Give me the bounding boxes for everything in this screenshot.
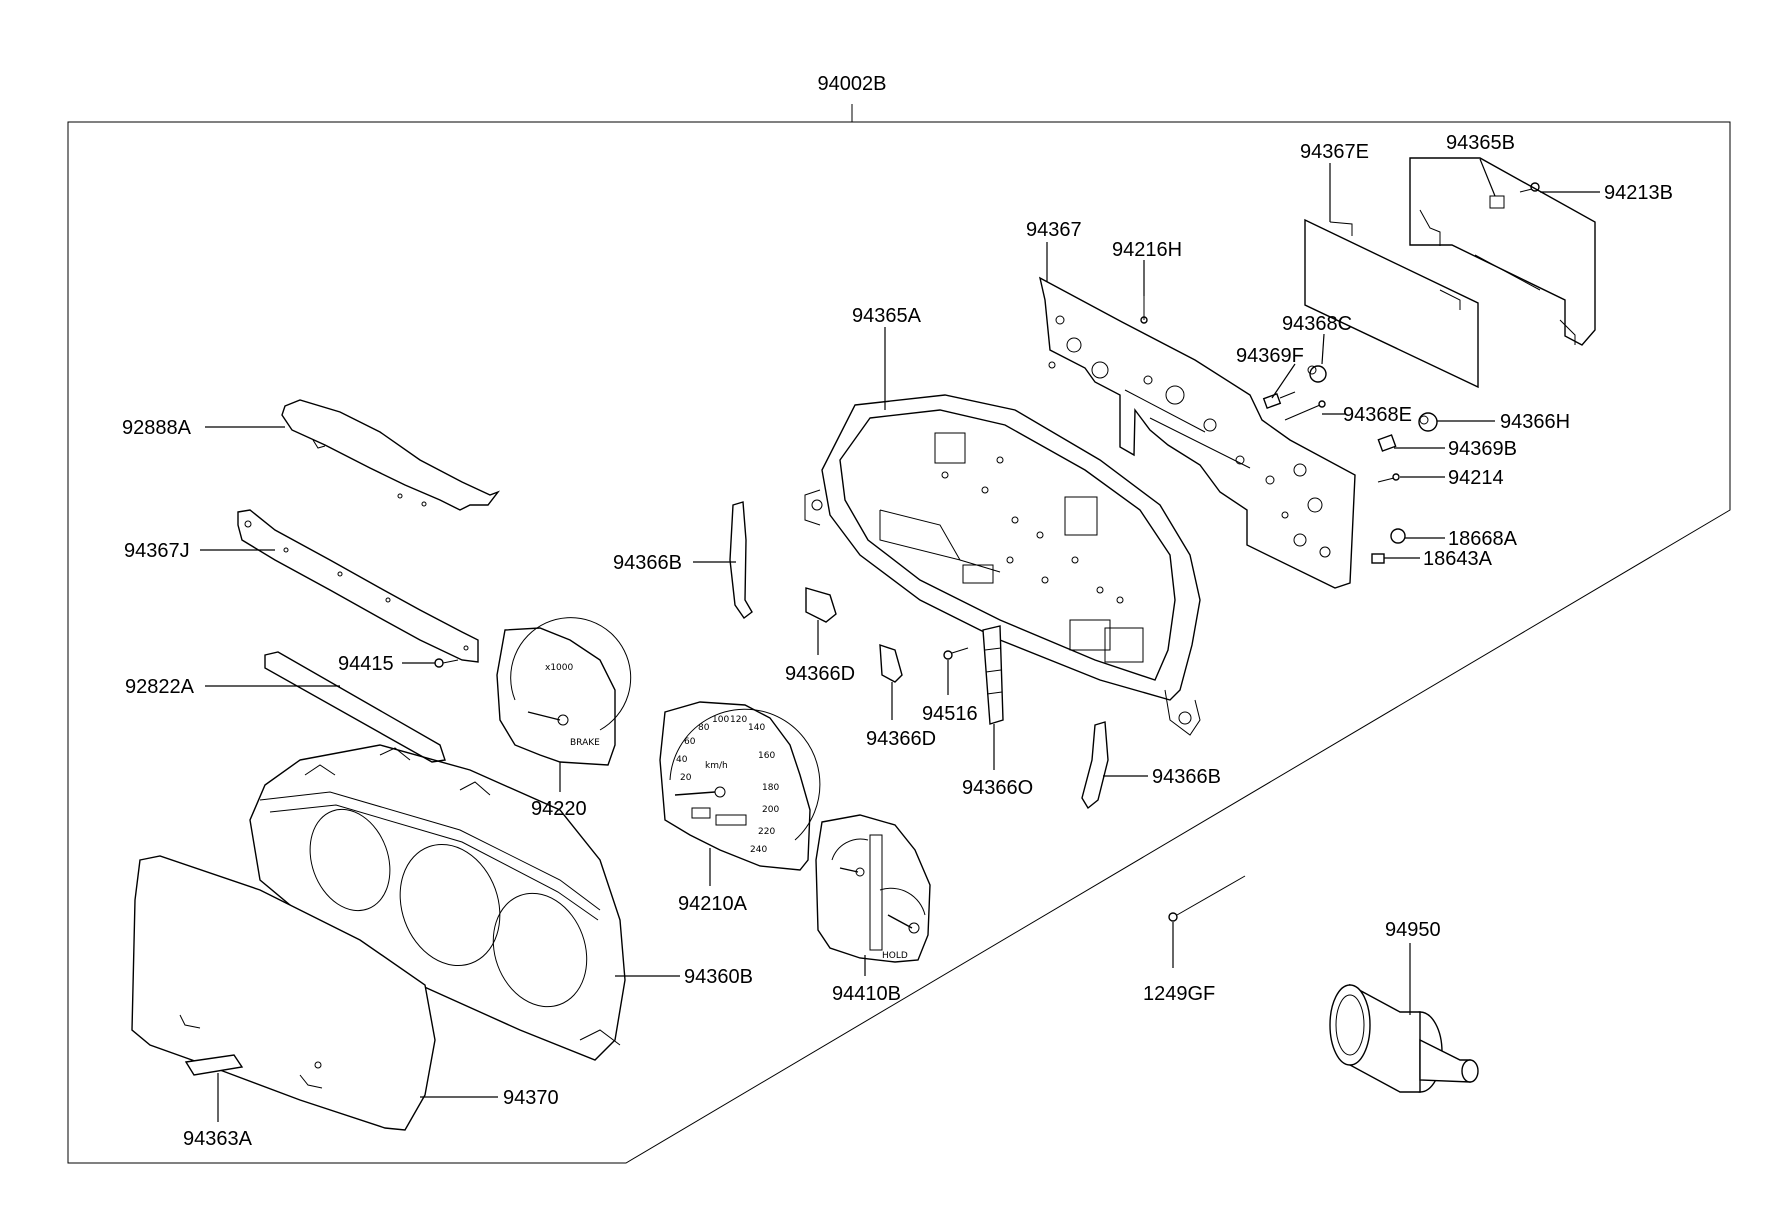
part-94369B-bulb: [1377, 434, 1397, 452]
part-94950-sender: [1329, 983, 1479, 1093]
part-92888A-bracket: [281, 399, 501, 511]
label-18643A[interactable]: 18643A: [1423, 548, 1493, 570]
part-94370-lens: [131, 855, 436, 1131]
label-94415[interactable]: 94415: [338, 653, 394, 675]
label-94366B-upper[interactable]: 94366B: [613, 552, 682, 574]
aux-hold-text: HOLD: [882, 951, 908, 961]
leader-94365B: [1479, 158, 1496, 197]
speedo-unit-text: km/h: [705, 761, 728, 771]
label-94365B[interactable]: 94365B: [1446, 132, 1515, 154]
part-94210A-speedo-dial: km/h 20 40 60 80 100 120 140 160 180 200…: [659, 701, 821, 871]
label-94360B[interactable]: 94360B: [684, 966, 753, 988]
speedo-num-200: 200: [762, 805, 779, 815]
label-94363A[interactable]: 94363A: [183, 1128, 253, 1150]
label-94366D-upper[interactable]: 94366D: [785, 663, 855, 685]
part-94367-pcb: [1038, 276, 1356, 589]
label-94366H[interactable]: 94366H: [1500, 411, 1570, 433]
assembly-boundary: [67, 104, 1731, 1164]
label-94370[interactable]: 94370: [503, 1087, 559, 1109]
speedo-num-80: 80: [698, 723, 710, 733]
part-94367J-strip: [237, 509, 479, 663]
label-94366B-lower[interactable]: 94366B: [1152, 766, 1221, 788]
label-94216H[interactable]: 94216H: [1112, 239, 1182, 261]
part-18668A-socket: [1390, 528, 1406, 544]
label-94367[interactable]: 94367: [1026, 219, 1082, 241]
part-94216H-screw: [1140, 296, 1148, 324]
part-94360B-housing: [249, 744, 626, 1061]
label-94367J[interactable]: 94367J: [124, 540, 190, 562]
label-94950[interactable]: 94950: [1385, 919, 1441, 941]
part-94366H-socket: [1418, 412, 1438, 432]
part-94368E-wire: [1284, 400, 1326, 421]
speedo-num-180: 180: [762, 783, 779, 793]
part-94410B-aux-dial: HOLD: [815, 814, 931, 963]
assembly-label[interactable]: 94002B: [818, 73, 887, 95]
speedo-num-100: 100: [712, 715, 729, 725]
label-94220[interactable]: 94220: [531, 798, 587, 820]
label-94410B[interactable]: 94410B: [832, 983, 901, 1005]
label-94368C[interactable]: 94368C: [1282, 313, 1352, 335]
label-94366D-middle[interactable]: 94366D: [866, 728, 936, 750]
part-94366D-upper-plate: [805, 587, 837, 623]
part-94213B-screw: [1519, 182, 1540, 193]
part-94366B-upper-bracket: [729, 501, 753, 619]
part-94366B-lower-bracket: [1081, 721, 1109, 810]
label-94369B[interactable]: 94369B: [1448, 438, 1517, 460]
part-94516-screw: [943, 647, 969, 660]
part-94369F-bulb: [1262, 391, 1296, 409]
label-94213B[interactable]: 94213B: [1604, 182, 1673, 204]
part-94366D-middle-plate: [879, 644, 903, 683]
tacho-brake-text: BRAKE: [570, 738, 600, 748]
label-94365A[interactable]: 94365A: [852, 305, 922, 327]
label-94210A[interactable]: 94210A: [678, 893, 748, 915]
speedo-num-160: 160: [758, 751, 775, 761]
speedo-num-20: 20: [680, 773, 692, 783]
label-94367E[interactable]: 94367E: [1300, 141, 1369, 163]
leader-94369F: [1271, 363, 1296, 399]
label-94214[interactable]: 94214: [1448, 467, 1504, 489]
speedo-num-60: 60: [684, 737, 696, 747]
label-94366O[interactable]: 94366O: [962, 777, 1033, 799]
label-94516[interactable]: 94516: [922, 703, 978, 725]
speedo-num-140: 140: [748, 723, 765, 733]
part-94214-screw: [1377, 473, 1400, 483]
part-94363A-sticker: [184, 1054, 244, 1076]
leader-94368C: [1321, 333, 1325, 365]
part-18643A-bulb: [1371, 553, 1385, 564]
label-92822A[interactable]: 92822A: [125, 676, 195, 698]
part-94220-tacho-dial: x1000 BRAKE: [496, 617, 632, 766]
label-92888A[interactable]: 92888A: [122, 417, 192, 439]
part-94366O-connector: [982, 625, 1004, 725]
part-1249GF-screw: [1168, 875, 1246, 922]
tacho-scale-text: x1000: [545, 663, 574, 673]
part-94365A-case: [804, 394, 1201, 736]
label-1249GF[interactable]: 1249GF: [1143, 983, 1215, 1005]
part-94415-screw: [434, 658, 459, 668]
part-94365B-bracket: [1409, 157, 1596, 346]
speedo-num-40: 40: [676, 755, 688, 765]
speedo-num-120: 120: [730, 715, 747, 725]
label-94369F[interactable]: 94369F: [1236, 345, 1304, 367]
speedo-num-240: 240: [750, 845, 767, 855]
part-94368C-socket: [1307, 365, 1327, 383]
part-92822A-strip: [264, 651, 446, 763]
label-94368E[interactable]: 94368E: [1343, 404, 1412, 426]
label-18668A[interactable]: 18668A: [1448, 528, 1518, 550]
speedo-num-220: 220: [758, 827, 775, 837]
part-94367E-sheet: [1304, 218, 1479, 389]
